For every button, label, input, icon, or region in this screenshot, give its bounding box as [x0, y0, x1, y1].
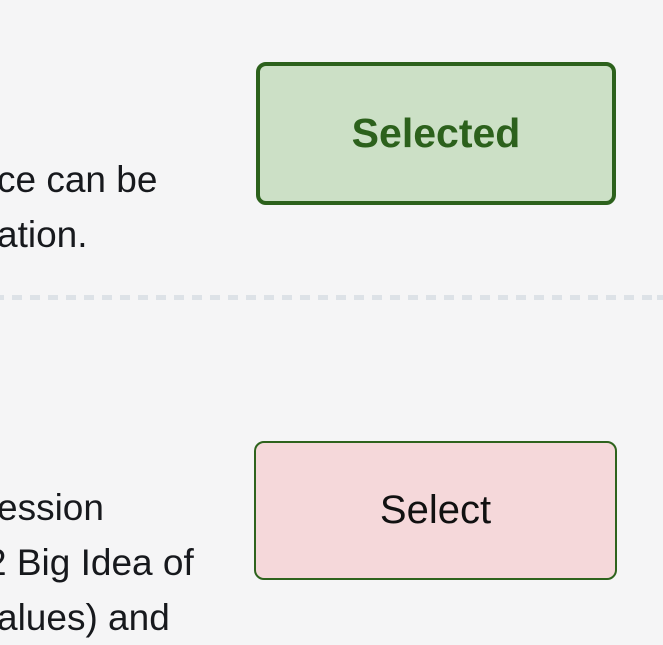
description-line: ce can be	[0, 159, 158, 200]
description-line: alues) and	[0, 597, 170, 638]
row-divider	[0, 295, 663, 300]
selected-button[interactable]: Selected	[256, 62, 616, 205]
description-line: ession	[0, 487, 104, 528]
option-description: ce can be ation.	[0, 152, 157, 262]
select-button[interactable]: Select	[254, 441, 617, 580]
description-line: ation.	[0, 214, 88, 255]
option-description: ession 2 Big Idea of alues) and	[0, 480, 194, 645]
description-line: 2 Big Idea of	[0, 542, 194, 583]
